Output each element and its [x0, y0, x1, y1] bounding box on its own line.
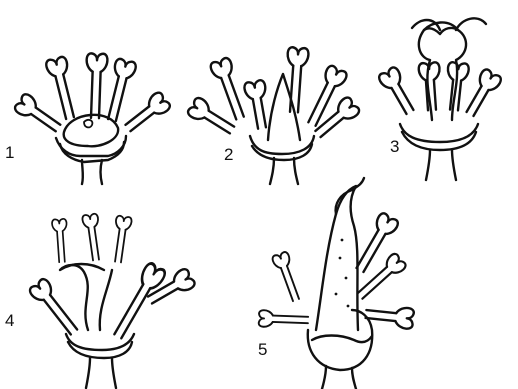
panel-4-flower — [28, 213, 196, 388]
panel-4-number: 4 — [5, 311, 14, 330]
panel-3-number: 3 — [390, 137, 399, 156]
panel-2-number: 2 — [224, 145, 233, 164]
panel-5-number: 5 — [258, 340, 267, 359]
panel-5-flower — [259, 178, 415, 389]
panel-1-flower — [13, 53, 172, 184]
panel-1-number: 1 — [5, 143, 14, 162]
panel-2-flower — [186, 47, 361, 184]
